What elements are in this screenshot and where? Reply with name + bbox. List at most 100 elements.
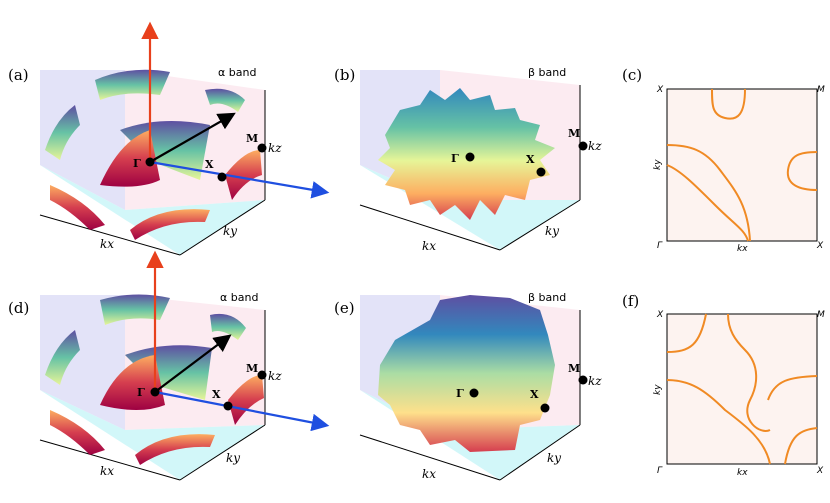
m-point [257,370,267,380]
m-point [257,143,267,153]
ky-label: ky [653,159,663,170]
corner-x-label: X [656,85,664,95]
gamma-point [145,157,155,167]
panel-label: (d) [8,299,29,317]
ky-label: ky [545,224,559,238]
kz-label: kz [268,369,282,383]
ky-label: ky [223,224,237,238]
m-point [578,141,588,151]
m-label: M [568,127,580,140]
fermi-contour [666,379,771,465]
panel-e: (e) β band Γ X M kx ky kz [334,291,602,481]
fermi-contour [666,144,751,242]
surface [205,88,245,112]
surface [45,330,80,385]
corner-gamma-label: Γ [657,466,663,476]
fermi-contour [666,313,707,353]
surface [100,355,165,410]
fermi-contour [767,375,818,401]
floor [40,165,265,255]
panel-label: (c) [622,66,642,84]
surface [378,88,555,220]
surface [225,150,262,200]
panel-c: (c) X M Γ X kx ky [622,66,825,254]
kz-label: kz [588,374,602,388]
fermi-contour [666,164,749,242]
band-label: β band [528,291,566,304]
surface [378,295,555,452]
panel-label: (a) [8,66,29,84]
band-label: α band [218,66,256,79]
x-point [223,401,233,411]
band-label: β band [528,66,566,79]
kz-label: kz [268,141,282,155]
gamma-label: Γ [456,387,464,400]
surface [95,69,170,100]
band-label: α band [220,291,258,304]
side-wall [40,295,125,430]
surface [45,105,80,160]
corner-m-label: M [817,310,825,320]
fermi-contour [784,427,818,465]
surface [100,294,170,325]
ky-label: ky [226,451,240,465]
gamma-label: Γ [137,386,145,399]
gamma-label: Γ [133,157,141,170]
gamma-label: Γ [451,152,459,165]
kx-label: kx [422,467,436,481]
m-label: M [568,362,580,375]
surface [228,375,264,425]
x-label: X [530,388,539,401]
m-label: M [246,362,258,375]
kx-label: kx [422,239,436,253]
corner-m-label: M [817,85,825,95]
gamma-point [465,152,475,162]
panel-label: (b) [334,66,355,84]
panel-d: (d) α band Γ X M kx ky kz [8,250,330,481]
x-label: X [526,153,535,166]
kx-label: kx [737,468,748,478]
kx-label: kx [100,464,114,478]
surface [210,313,246,340]
plot-frame [666,88,818,242]
surface [50,410,105,455]
kx-arrow [149,160,330,199]
x-point [217,172,227,182]
x-label: X [212,388,221,401]
x-point [536,167,546,177]
kz-label: kz [588,139,602,153]
panel-b: (b) β band Γ X M kx ky kz [334,66,602,253]
corner-x-label: X [816,466,824,476]
panel-label: (e) [334,299,355,317]
fermi-contour [786,151,818,191]
kx-label: kx [100,237,114,251]
ky-label: ky [547,451,561,465]
corner-gamma-label: Γ [657,241,663,251]
x-point [540,403,550,413]
m-point [578,375,588,385]
surface [130,209,210,240]
fermi-contour [711,88,746,120]
surface [135,434,215,465]
surface [50,185,105,230]
gamma-point [150,387,160,397]
floor [40,390,265,480]
panel-a: (a) α band Γ X M kx ky kz [8,21,330,256]
kx-arrow [154,390,330,432]
gamma-point [469,388,479,398]
diag-arrow [154,334,232,393]
plot-frame [666,313,818,465]
surface [100,130,160,187]
panel-label: (f) [622,292,639,310]
x-label: X [205,158,214,171]
m-label: M [246,132,258,145]
ky-label: ky [653,384,663,395]
kx-label: kx [737,244,748,254]
corner-x-label: X [816,241,824,251]
corner-x-label: X [656,310,664,320]
diag-arrow [149,112,236,163]
side-wall [40,70,125,210]
fermi-contour [727,313,771,432]
panel-f: (f) X M Γ X kx ky [622,292,825,478]
